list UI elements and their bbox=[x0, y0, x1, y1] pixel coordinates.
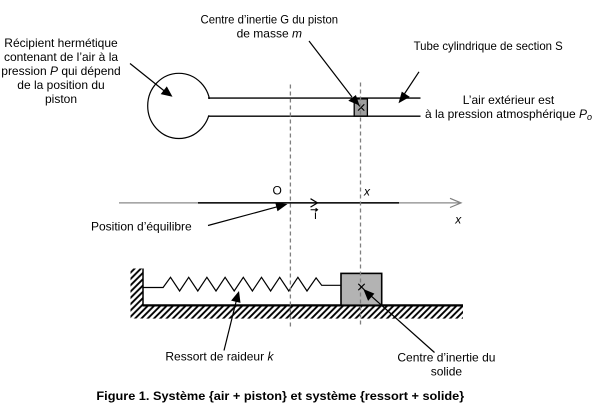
svg-text:i: i bbox=[314, 208, 317, 222]
svg-text:Centre d’inertie G du piston: Centre d’inertie G du piston bbox=[201, 13, 339, 27]
svg-text:à la pression atmosphérique Po: à la pression atmosphérique Po bbox=[425, 107, 592, 122]
svg-text:Ressort de raideur k: Ressort de raideur k bbox=[165, 350, 274, 364]
svg-text:Tube cylindrique de section S: Tube cylindrique de section S bbox=[414, 39, 563, 53]
svg-text:Position d’équilibre: Position d’équilibre bbox=[91, 219, 192, 233]
svg-text:pression P qui dépend: pression P qui dépend bbox=[1, 64, 120, 78]
svg-text:x: x bbox=[363, 184, 371, 198]
svg-text:de masse m: de masse m bbox=[237, 27, 302, 41]
svg-text:Figure 1. Système {air + pisto: Figure 1. Système {air + piston} et syst… bbox=[96, 389, 464, 403]
svg-text:O: O bbox=[273, 184, 282, 198]
svg-text:x: x bbox=[454, 213, 462, 227]
svg-text:piston: piston bbox=[45, 92, 77, 106]
svg-text:Centre d’inertie du: Centre d’inertie du bbox=[397, 350, 495, 364]
svg-text:L’air extérieur est: L’air extérieur est bbox=[463, 93, 555, 107]
svg-text:contenant de l’air à la: contenant de l’air à la bbox=[4, 50, 118, 64]
svg-text:solide: solide bbox=[431, 364, 463, 378]
svg-text:de la position du: de la position du bbox=[17, 78, 104, 92]
svg-text:Récipient hermétique: Récipient hermétique bbox=[4, 36, 118, 50]
